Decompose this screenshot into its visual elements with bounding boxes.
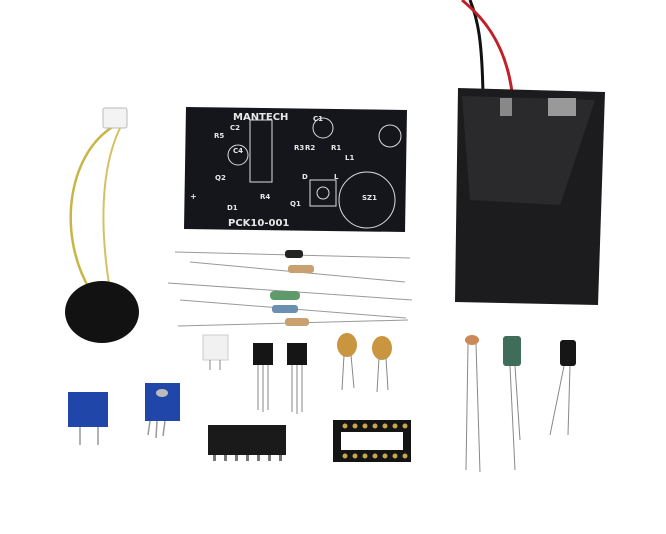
battery-holder xyxy=(455,88,605,305)
photoresistor xyxy=(465,335,481,473)
battery-wires xyxy=(461,0,514,96)
label-r1: R1 xyxy=(331,144,341,152)
pcb-board: MANTECH PCK10-001 C4 R5 C2 Q2 R4 D1 Q1 C… xyxy=(184,107,407,232)
trimmer-potentiometers xyxy=(68,383,180,445)
label-c2: C2 xyxy=(230,124,240,132)
label-d1: D1 xyxy=(227,204,238,212)
label-q1: Q1 xyxy=(290,200,301,208)
label-r3: R3 xyxy=(294,144,304,152)
label-plus: + xyxy=(190,192,197,201)
label-dark: D xyxy=(302,173,308,181)
label-sz1: SZ1 xyxy=(362,194,377,202)
ceramic-capacitors xyxy=(337,333,392,393)
pcb-part-number: PCK10-001 xyxy=(228,218,289,229)
label-q2: Q2 xyxy=(215,174,226,182)
ic-chip xyxy=(208,425,286,461)
label-r5: R5 xyxy=(214,132,224,140)
photo-sensor-module xyxy=(202,334,229,361)
transistors xyxy=(253,343,307,414)
piezo-buzzer xyxy=(65,107,139,343)
label-c4: C4 xyxy=(233,147,243,155)
label-r4: R4 xyxy=(260,193,270,201)
label-c1: C1 xyxy=(313,115,323,123)
axial-components xyxy=(167,250,413,327)
label-l1: L1 xyxy=(345,154,354,162)
pcb-brand: MANTECH xyxy=(233,112,288,123)
label-light: L xyxy=(334,173,339,181)
electrolytic-capacitors xyxy=(503,336,576,471)
label-r2: R2 xyxy=(305,144,315,152)
ic-socket xyxy=(333,420,411,462)
